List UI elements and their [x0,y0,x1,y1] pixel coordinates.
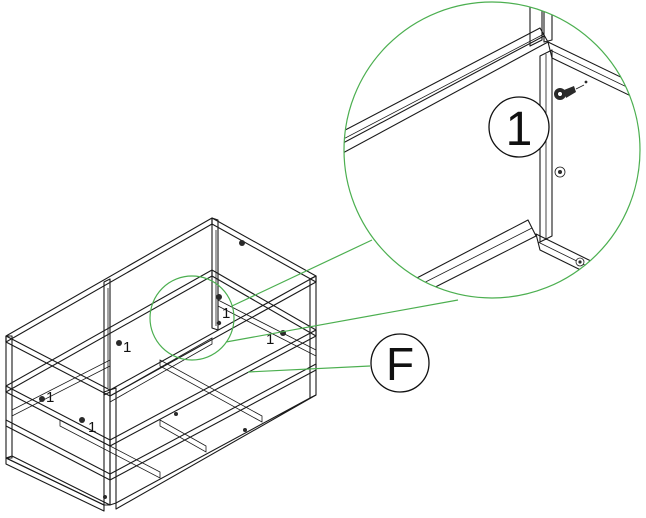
step-markers: 1 1 1 1 1 [46,305,274,436]
step-marker-1: 1 [222,305,230,322]
bolt-detail [554,80,588,100]
detail-circle [343,1,641,299]
step-marker-4: 1 [46,389,54,406]
frame-assembly [5,217,317,512]
step-marker-5: 1 [88,419,96,436]
callout-badge-1: 1 [488,96,550,158]
part-f-leader [247,365,371,373]
part-label: F [386,338,414,390]
part-f-badge: F [370,333,430,393]
frame-bolts [39,240,286,499]
detail-source-circle [149,275,235,361]
detail-view [344,2,640,298]
detail-leader-lower [225,299,459,343]
step-marker-3: 1 [266,331,274,348]
step-marker-2: 1 [123,339,131,356]
callout-label: 1 [506,103,533,156]
detail-leader-upper [231,239,373,307]
